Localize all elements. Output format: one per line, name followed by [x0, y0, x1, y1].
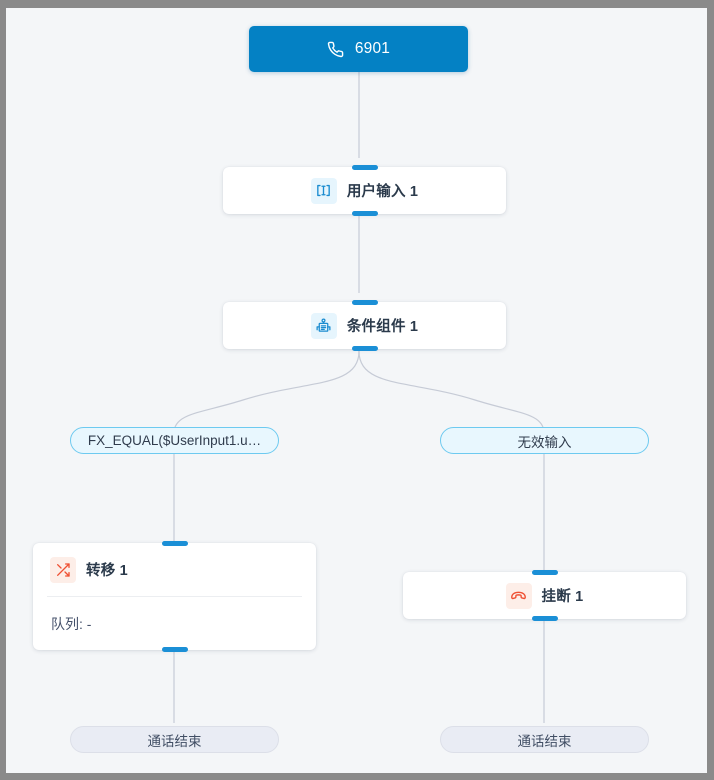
hangup-node-header: 挂断 1	[403, 572, 686, 619]
condition-node-port-top[interactable]	[351, 300, 378, 305]
transfer-node[interactable]: 转移 1 队列: -	[33, 541, 316, 652]
user-input-node-header: 用户输入 1	[223, 167, 506, 214]
flow-diagram: 6901 用户输入 1	[6, 8, 707, 773]
condition-node-header: 条件组件 1	[223, 302, 506, 349]
transfer-node-port-top[interactable]	[161, 541, 188, 546]
transfer-node-detail: 队列: -	[51, 615, 92, 632]
user-input-node-port-bottom[interactable]	[351, 211, 378, 216]
phone-icon	[327, 41, 344, 58]
edge-condition-to-branch-left	[173, 350, 360, 434]
user-input-icon	[310, 177, 337, 204]
branch-pill-label: 无效输入	[517, 434, 572, 450]
transfer-node-divider	[47, 596, 302, 597]
user-input-node-port-top[interactable]	[351, 165, 378, 170]
start-node-label: 6901	[354, 40, 391, 57]
transfer-icon	[50, 556, 76, 583]
hangup-node[interactable]: 挂断 1	[403, 570, 686, 621]
branch-pill-invalid-input[interactable]: 无效输入	[440, 427, 649, 454]
branch-pill-label: FX_EQUAL($UserInput1.u…	[87, 433, 262, 448]
flow-edges	[173, 72, 545, 723]
condition-node-title: 条件组件 1	[346, 319, 419, 335]
hangup-node-title: 挂断 1	[541, 589, 584, 605]
end-pill-label: 通话结束	[517, 733, 572, 749]
edge-condition-to-branch-right	[358, 350, 545, 434]
condition-icon	[310, 312, 337, 339]
user-input-node[interactable]: 用户输入 1	[223, 165, 506, 216]
transfer-node-header: 转移 1	[33, 543, 316, 596]
hangup-node-port-top[interactable]	[531, 570, 558, 575]
transfer-node-title: 转移 1	[86, 563, 128, 579]
flow-editor-canvas[interactable]: 6901 用户输入 1	[6, 8, 707, 773]
condition-node-port-bottom[interactable]	[351, 346, 378, 351]
user-input-node-title: 用户输入 1	[346, 184, 419, 200]
end-pill-label: 通话结束	[147, 733, 202, 749]
transfer-node-port-bottom[interactable]	[161, 647, 188, 652]
condition-node[interactable]: 条件组件 1	[223, 300, 506, 351]
branch-pill-condition-true[interactable]: FX_EQUAL($UserInput1.u…	[70, 427, 279, 454]
end-pill-right[interactable]: 通话结束	[440, 726, 649, 753]
end-pill-left[interactable]: 通话结束	[70, 726, 279, 753]
hangup-icon	[505, 582, 532, 609]
hangup-node-port-bottom[interactable]	[531, 616, 558, 621]
start-node[interactable]: 6901	[249, 26, 468, 72]
